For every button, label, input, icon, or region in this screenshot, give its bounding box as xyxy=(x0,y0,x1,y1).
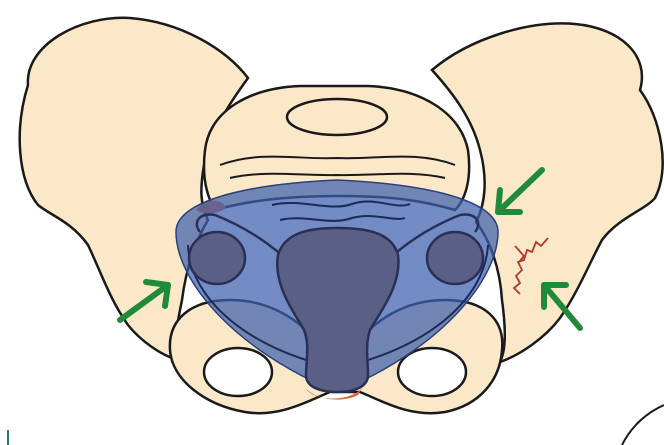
left-ovary xyxy=(189,232,245,284)
left-obturator-foramen xyxy=(204,348,272,396)
edge-mark-right xyxy=(622,405,664,445)
sacral-promontory xyxy=(287,99,387,135)
right-ovary xyxy=(427,232,483,284)
